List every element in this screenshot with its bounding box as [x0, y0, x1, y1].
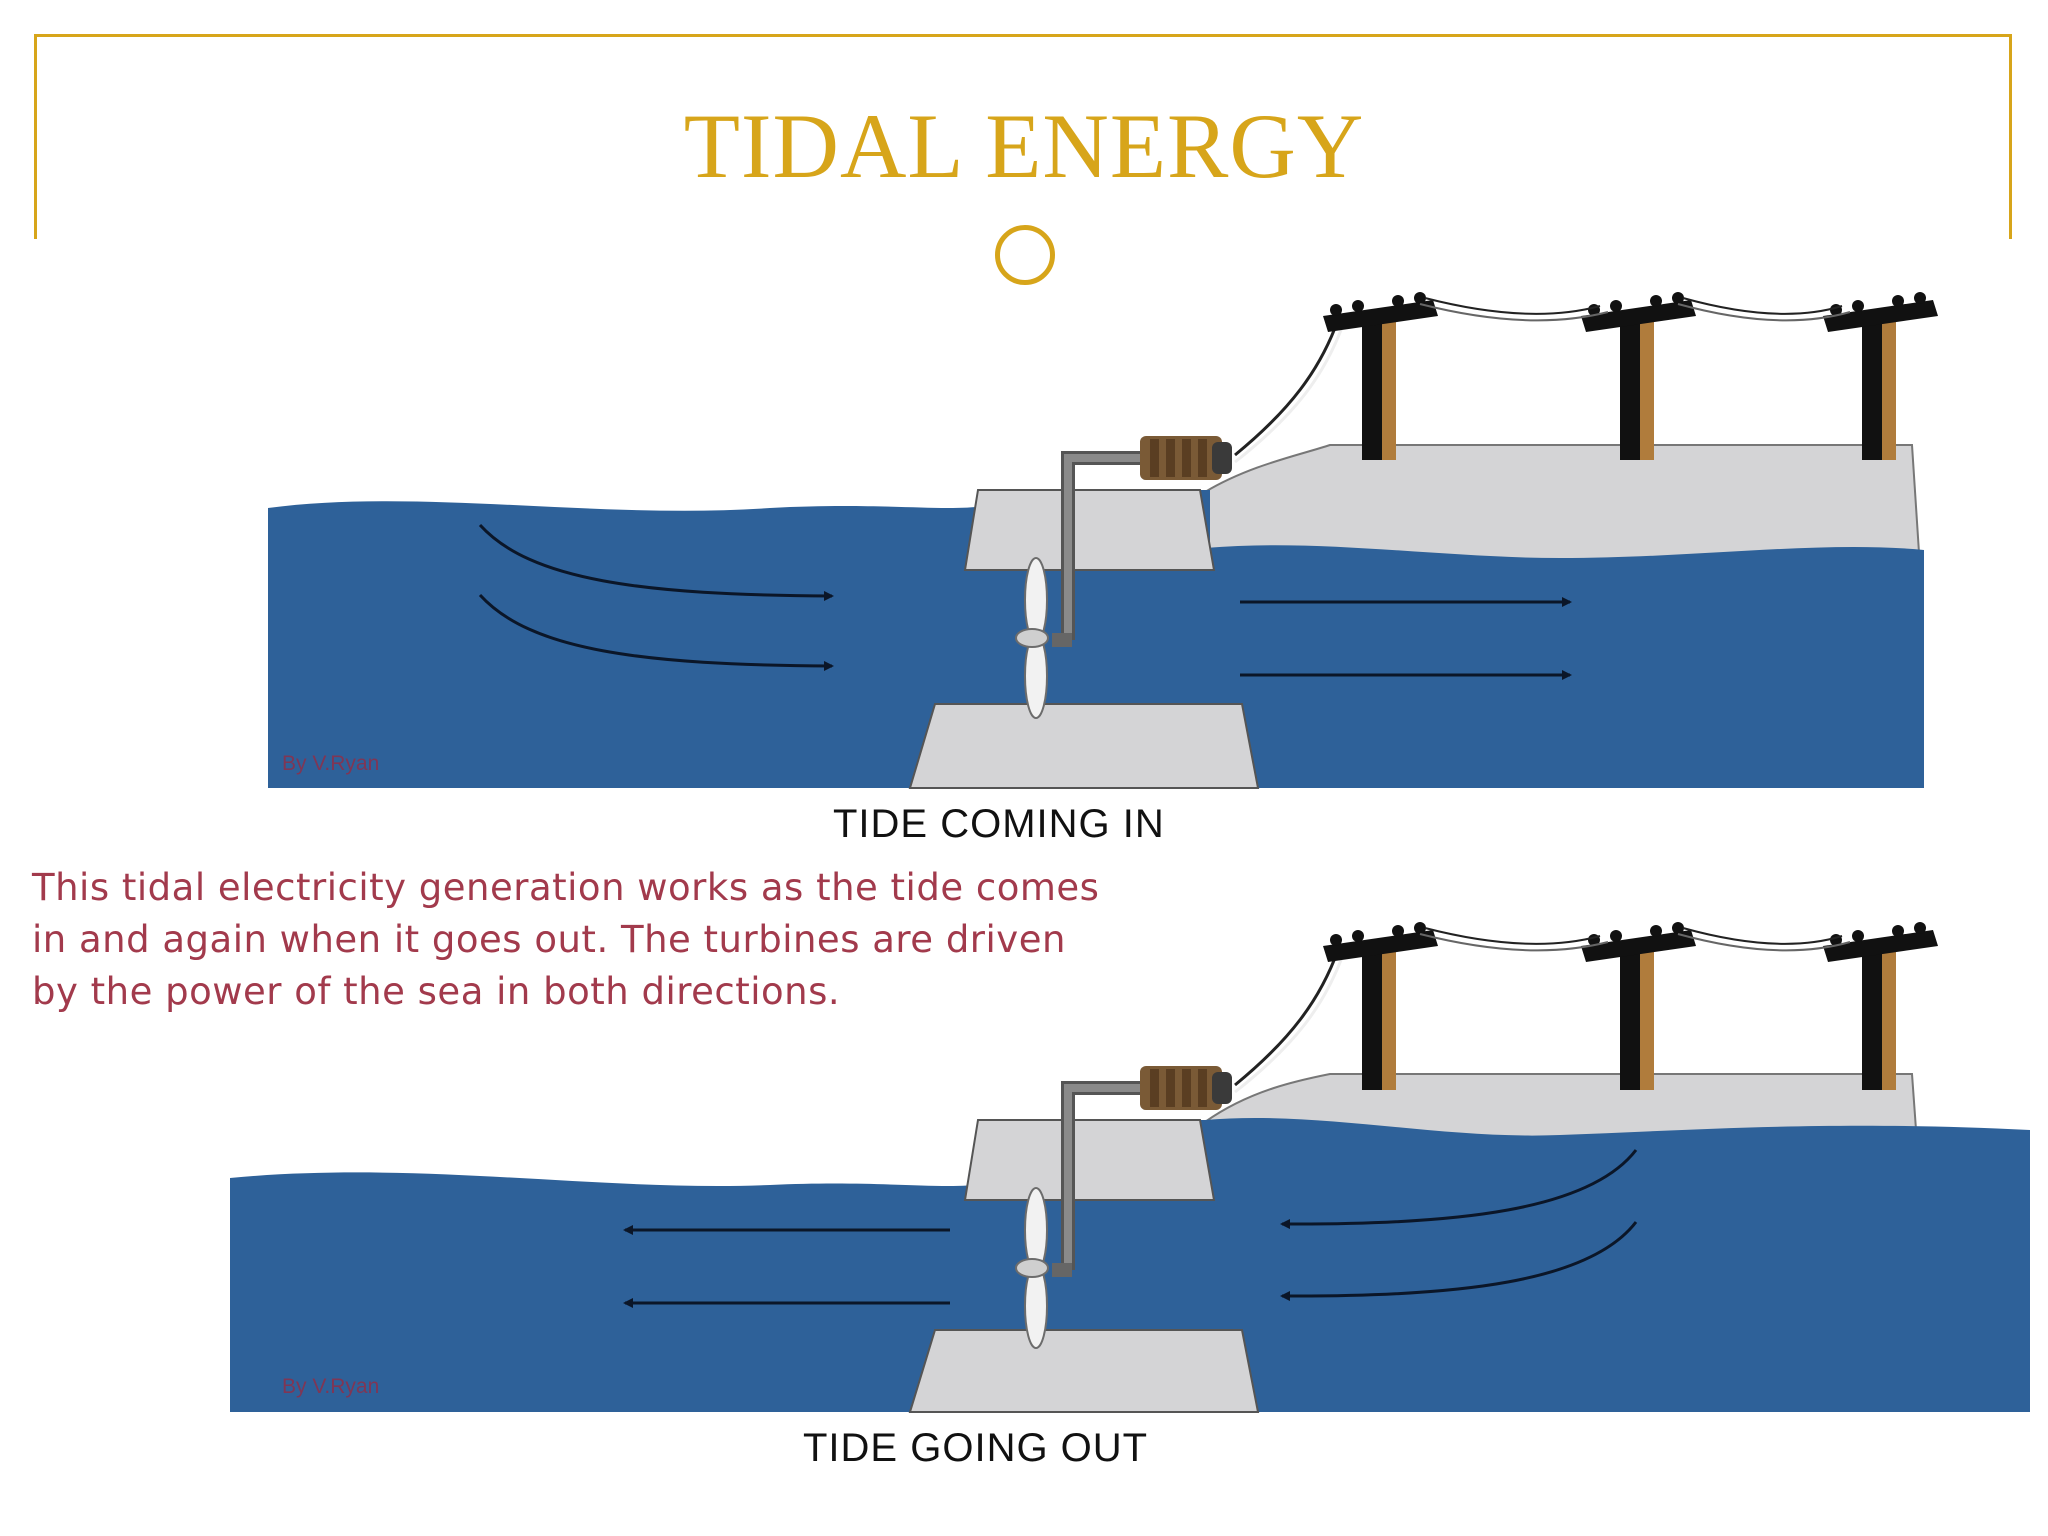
explanation-text: This tidal electricity generation works … [32, 866, 1100, 1013]
generator [1140, 436, 1232, 480]
tidal-diagram [0, 240, 2048, 1536]
sea-right [1205, 545, 1924, 788]
title-ornament [995, 225, 1055, 285]
land-embankment [1204, 444, 1922, 569]
sea-left [268, 501, 985, 788]
dam-lower [908, 1329, 1260, 1413]
flow-arrow [1280, 1221, 1638, 1302]
tide-coming-in-panel [268, 292, 1938, 789]
dam-lower [908, 703, 1260, 789]
pylon-2 [1581, 292, 1696, 460]
flow-arrow [478, 593, 834, 671]
dam-upper [963, 489, 1216, 571]
title-frame [34, 34, 2012, 239]
caption-tide-coming-in: TIDE COMING IN [833, 802, 1165, 846]
caption-tide-going-out: TIDE GOING OUT [803, 1426, 1149, 1470]
pylon-2 [1581, 922, 1696, 1090]
power-cable [1234, 949, 1340, 1087]
flow-arrow [478, 523, 834, 601]
pylon-1 [1323, 292, 1438, 460]
sea-right [1205, 1117, 2030, 1412]
pylon-3 [1823, 292, 1938, 460]
generator [1140, 1066, 1232, 1110]
pylon-1 [1323, 922, 1438, 1090]
dam-upper [963, 1119, 1216, 1201]
sea-left [230, 1172, 985, 1412]
power-cable [1234, 319, 1340, 457]
pylon-3 [1823, 922, 1938, 1090]
flow-arrow [1280, 1149, 1638, 1230]
credit-text: By V.Ryan [282, 1375, 380, 1398]
slide-title: TIDAL ENERGY [683, 95, 1365, 197]
credit-text: By V.Ryan [282, 752, 380, 775]
tide-going-out-panel [230, 922, 2030, 1413]
